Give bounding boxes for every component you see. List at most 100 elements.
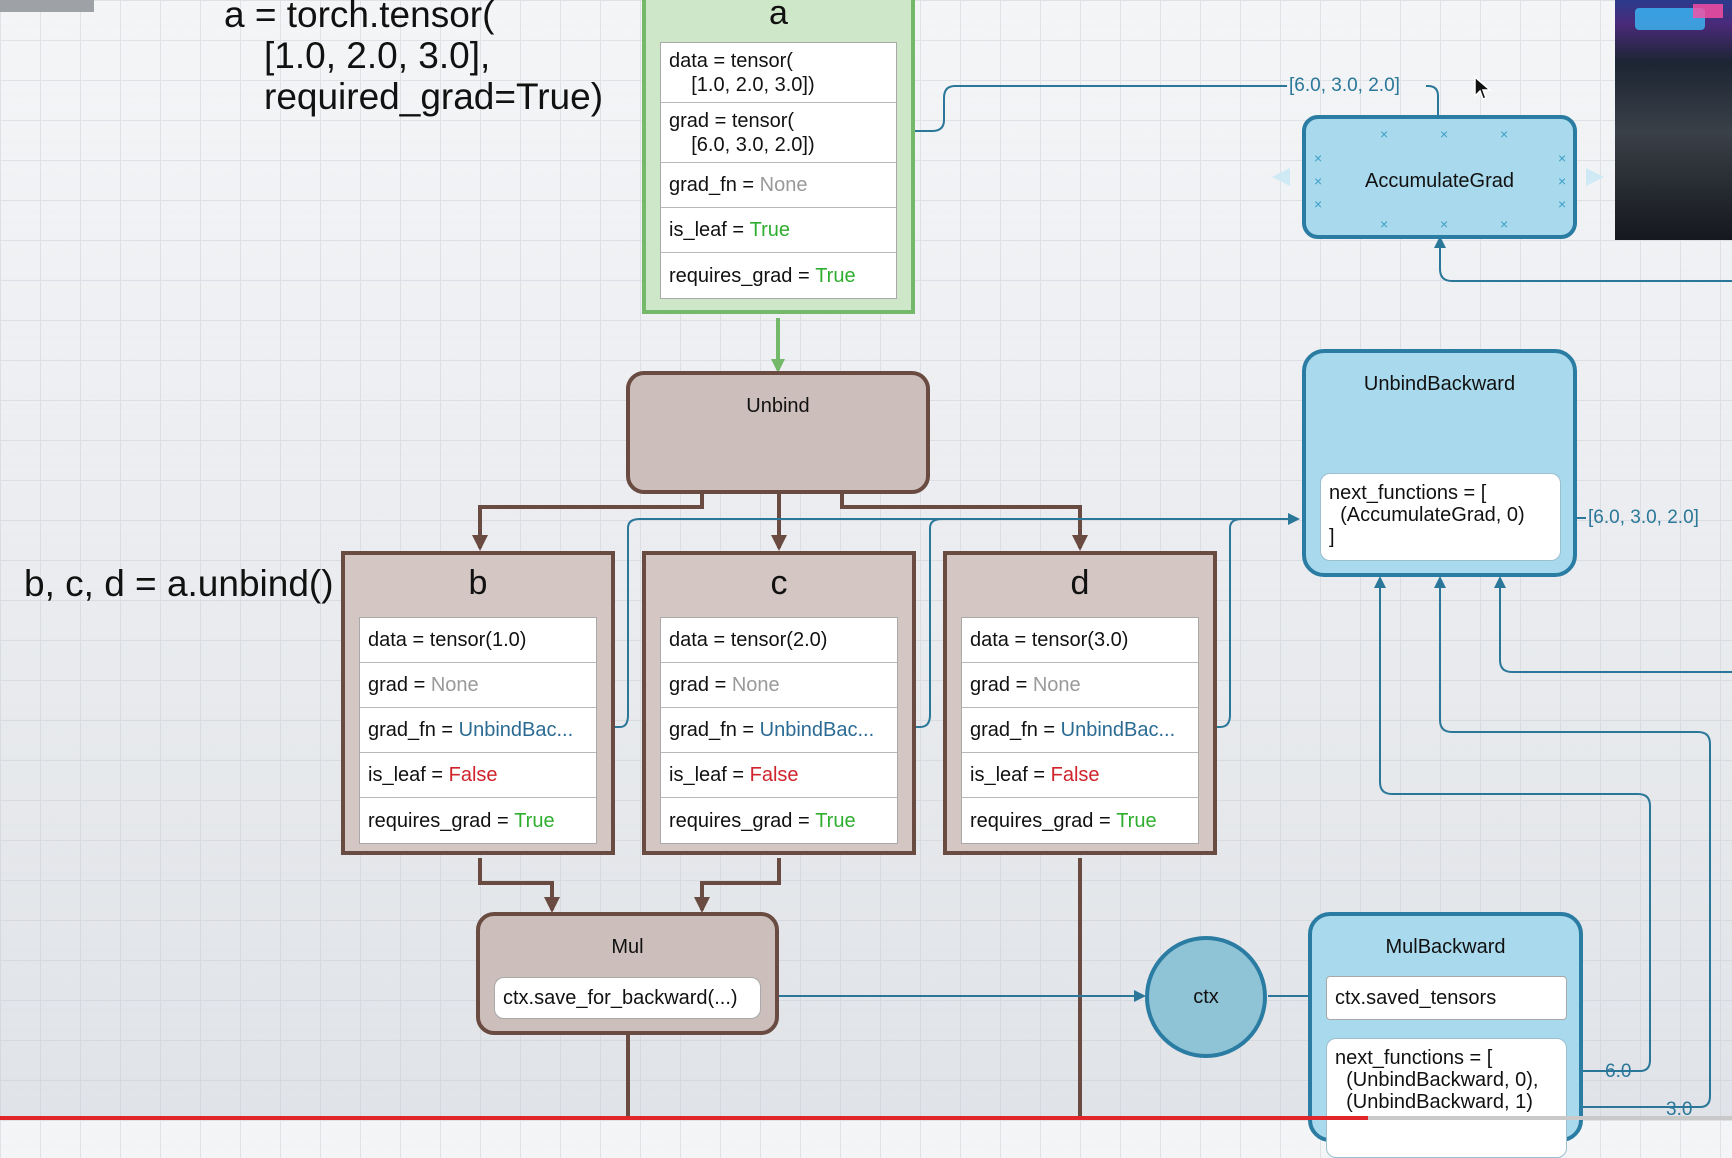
tensor-b-is-leaf-key: is_leaf =	[368, 764, 449, 786]
edge-label-mul-grad-0: 6.0	[1605, 1061, 1632, 1082]
edge-b-mul	[478, 858, 560, 913]
tensor-a-data: data = tensor( [1.0, 2.0, 3.0])	[661, 43, 896, 103]
edge-unbindbw-acc	[1434, 236, 1732, 282]
tensor-d-grad-value: None	[1032, 674, 1081, 696]
tensor-a-requires-grad-key: requires_grad =	[669, 264, 816, 287]
code-line-tensor-2: [1.0, 2.0, 3.0],	[264, 35, 491, 76]
tensor-a-is-leaf-key: is_leaf =	[669, 219, 750, 241]
tensor-c-title: c	[770, 564, 788, 602]
unbind-backward-node[interactable]: UnbindBackward next_functions = [ (Accum…	[1302, 349, 1577, 577]
tensor-a-fields: data = tensor( [1.0, 2.0, 3.0]) grad = t…	[660, 42, 897, 299]
tensor-node-c[interactable]: c data = tensor(2.0) grad = None grad_fn…	[642, 551, 916, 855]
mul-op-node[interactable]: Mul ctx.save_for_backward(...)	[476, 912, 779, 1035]
unbind-op-label: Unbind	[746, 395, 810, 417]
tensor-b-grad: grad = None	[360, 663, 596, 708]
tensor-d-grad: grad = None	[962, 663, 1198, 708]
edge-d-gradfn	[1200, 518, 1243, 728]
video-thumbnail-glow	[1635, 8, 1705, 30]
tensor-c-grad-value: None	[731, 674, 780, 696]
edge-b-gradfn	[598, 513, 1300, 728]
edge-unbind-d	[840, 494, 1088, 551]
tensor-c-grad-fn: grad_fn = UnbindBac...	[661, 708, 897, 753]
mul-op-label: Mul	[611, 936, 644, 958]
selection-handle-icon: ×	[1558, 196, 1567, 212]
tensor-a-data-line2: [1.0, 2.0, 3.0])	[669, 73, 815, 96]
tensor-b-grad-key: grad =	[368, 674, 431, 696]
edge-mul-next-2	[1494, 576, 1732, 673]
mouse-cursor-icon	[1474, 76, 1492, 100]
tensor-a-grad-fn-key: grad_fn =	[669, 174, 760, 196]
tensor-c-data: data = tensor(2.0)	[661, 618, 897, 663]
tensor-b-fields: data = tensor(1.0) grad = None grad_fn =…	[359, 617, 597, 844]
tensor-b-requires-grad-value: True	[514, 809, 555, 832]
edge-c-gradfn	[900, 518, 943, 728]
tensor-c-is-leaf-key: is_leaf =	[669, 764, 750, 786]
selection-handle-icon: ×	[1558, 173, 1567, 189]
unbind-backward-next-functions: next_functions = [ (AccumulateGrad, 0) ]	[1320, 473, 1561, 561]
video-progress-track[interactable]	[0, 1116, 1732, 1120]
tensor-b-grad-fn: grad_fn = UnbindBac...	[360, 708, 596, 753]
tensor-a-is-leaf-value: True	[749, 219, 790, 241]
tensor-a-grad-line1: grad = tensor(	[669, 109, 795, 132]
tensor-c-requires-grad-value: True	[815, 809, 856, 832]
tensor-a-grad: grad = tensor( [6.0, 3.0, 2.0])	[661, 103, 896, 163]
tensor-a-requires-grad-value: True	[815, 264, 856, 287]
video-thumbnail-accent	[1693, 4, 1723, 18]
tensor-b-grad-fn-key: grad_fn =	[368, 719, 459, 741]
selection-handle-icon: ×	[1440, 216, 1449, 232]
tensor-d-title: d	[1070, 564, 1090, 602]
selection-handle-icon: ×	[1380, 216, 1389, 232]
tensor-node-b[interactable]: b data = tensor(1.0) grad = None grad_fn…	[341, 551, 615, 855]
selection-handle-icon: ×	[1500, 216, 1509, 232]
tensor-d-requires-grad: requires_grad = True	[962, 798, 1198, 843]
edge-acc-to-a	[1426, 85, 1439, 116]
code-line-tensor-3: required_grad=True)	[264, 76, 604, 117]
corner-tab	[0, 0, 94, 12]
tensor-b-data-text: data = tensor(1.0)	[368, 629, 527, 651]
tensor-b-grad-value: None	[430, 674, 479, 696]
connectors	[472, 85, 1732, 1120]
unbind-op-node[interactable]: Unbind	[626, 371, 930, 494]
tensor-c-is-leaf: is_leaf = False	[661, 753, 897, 798]
tensor-a-grad-line2: [6.0, 3.0, 2.0])	[669, 133, 815, 156]
unbind-backward-title: UnbindBackward	[1363, 373, 1516, 395]
tensor-d-data-text: data = tensor(3.0)	[970, 629, 1129, 651]
tensor-d-grad-fn: grad_fn = UnbindBac...	[962, 708, 1198, 753]
mul-backward-next-functions: next_functions = [ (UnbindBackward, 0), …	[1326, 1038, 1567, 1158]
tensor-c-requires-grad-key: requires_grad =	[669, 809, 816, 832]
edge-label-acc-grad: [6.0, 3.0, 2.0]	[1289, 75, 1400, 96]
tensor-node-a[interactable]: a data = tensor( [1.0, 2.0, 3.0]) grad =…	[642, 0, 915, 314]
tensor-node-d[interactable]: d data = tensor(3.0) grad = None grad_fn…	[943, 551, 1217, 855]
tensor-a-requires-grad: requires_grad = True	[661, 253, 896, 298]
edge-acc-line	[900, 85, 1287, 137]
selection-handle-icon: ×	[1558, 150, 1567, 166]
tensor-c-is-leaf-value: False	[749, 764, 799, 786]
mul-backward-title: MulBackward	[1385, 936, 1506, 958]
tensor-d-requires-grad-value: True	[1116, 809, 1157, 832]
tensor-b-title: b	[468, 564, 488, 602]
mul-backward-node[interactable]: MulBackward ctx.saved_tensors next_funct…	[1308, 912, 1583, 1158]
edge-mul-next-1	[1434, 576, 1711, 1108]
tensor-d-grad-key: grad =	[970, 674, 1033, 696]
video-thumbnail[interactable]	[1615, 0, 1732, 240]
ctx-node[interactable]: ctx	[1145, 936, 1267, 1058]
selection-handle-icon: ×	[1440, 126, 1449, 142]
tensor-b-requires-grad-key: requires_grad =	[368, 809, 515, 832]
acc-side-arrow-left	[1272, 168, 1290, 186]
tensor-c-fields: data = tensor(2.0) grad = None grad_fn =…	[660, 617, 898, 844]
tensor-a-grad-fn-value: None	[759, 174, 808, 196]
accumulate-grad-node[interactable]: AccumulateGrad × × × × × × × × × × × ×	[1302, 115, 1577, 239]
tensor-d-requires-grad-key: requires_grad =	[970, 809, 1117, 832]
tensor-a-title: a	[769, 0, 788, 32]
edge-label-mul-grad-1: 3.0	[1666, 1099, 1693, 1120]
tensor-b-requires-grad: requires_grad = True	[360, 798, 596, 843]
tensor-c-grad-key: grad =	[669, 674, 732, 696]
tensor-d-grad-fn-key: grad_fn =	[970, 719, 1061, 741]
accumulate-grad-label: AccumulateGrad	[1365, 170, 1514, 192]
tensor-c-requires-grad: requires_grad = True	[661, 798, 897, 843]
tensor-d-fields: data = tensor(3.0) grad = None grad_fn =…	[961, 617, 1199, 844]
tensor-b-is-leaf: is_leaf = False	[360, 753, 596, 798]
tensor-b-data: data = tensor(1.0)	[360, 618, 596, 663]
video-progress-fill	[0, 1116, 1369, 1120]
code-line-tensor-1: a = torch.tensor(	[224, 0, 495, 35]
